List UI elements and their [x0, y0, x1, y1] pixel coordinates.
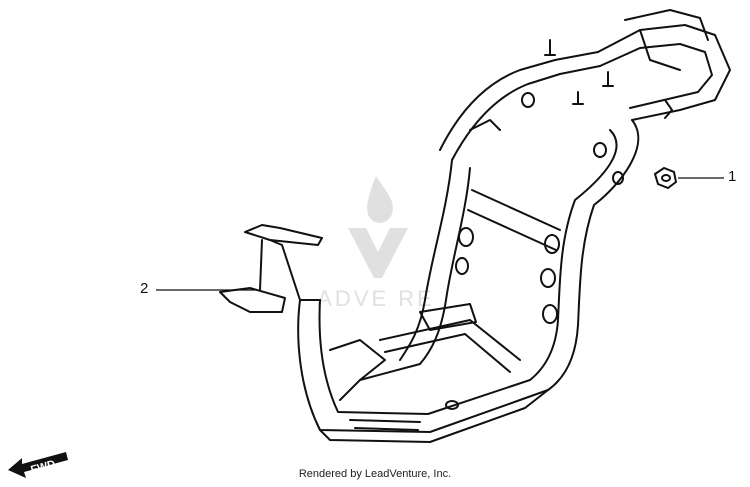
watermark-flame-icon: [367, 176, 393, 223]
render-credit: Rendered by LeadVenture, Inc.: [298, 468, 452, 480]
watermark: ADVE RE: [317, 176, 435, 311]
watermark-text: ADVE RE: [317, 286, 435, 311]
callout-label-1: 1: [728, 168, 737, 185]
callout-lines: [156, 177, 724, 291]
part-1-nut: [653, 166, 678, 190]
frame-assembly: [219, 9, 731, 443]
watermark-v-icon: [348, 228, 408, 278]
callout-label-2: 2: [140, 280, 149, 297]
